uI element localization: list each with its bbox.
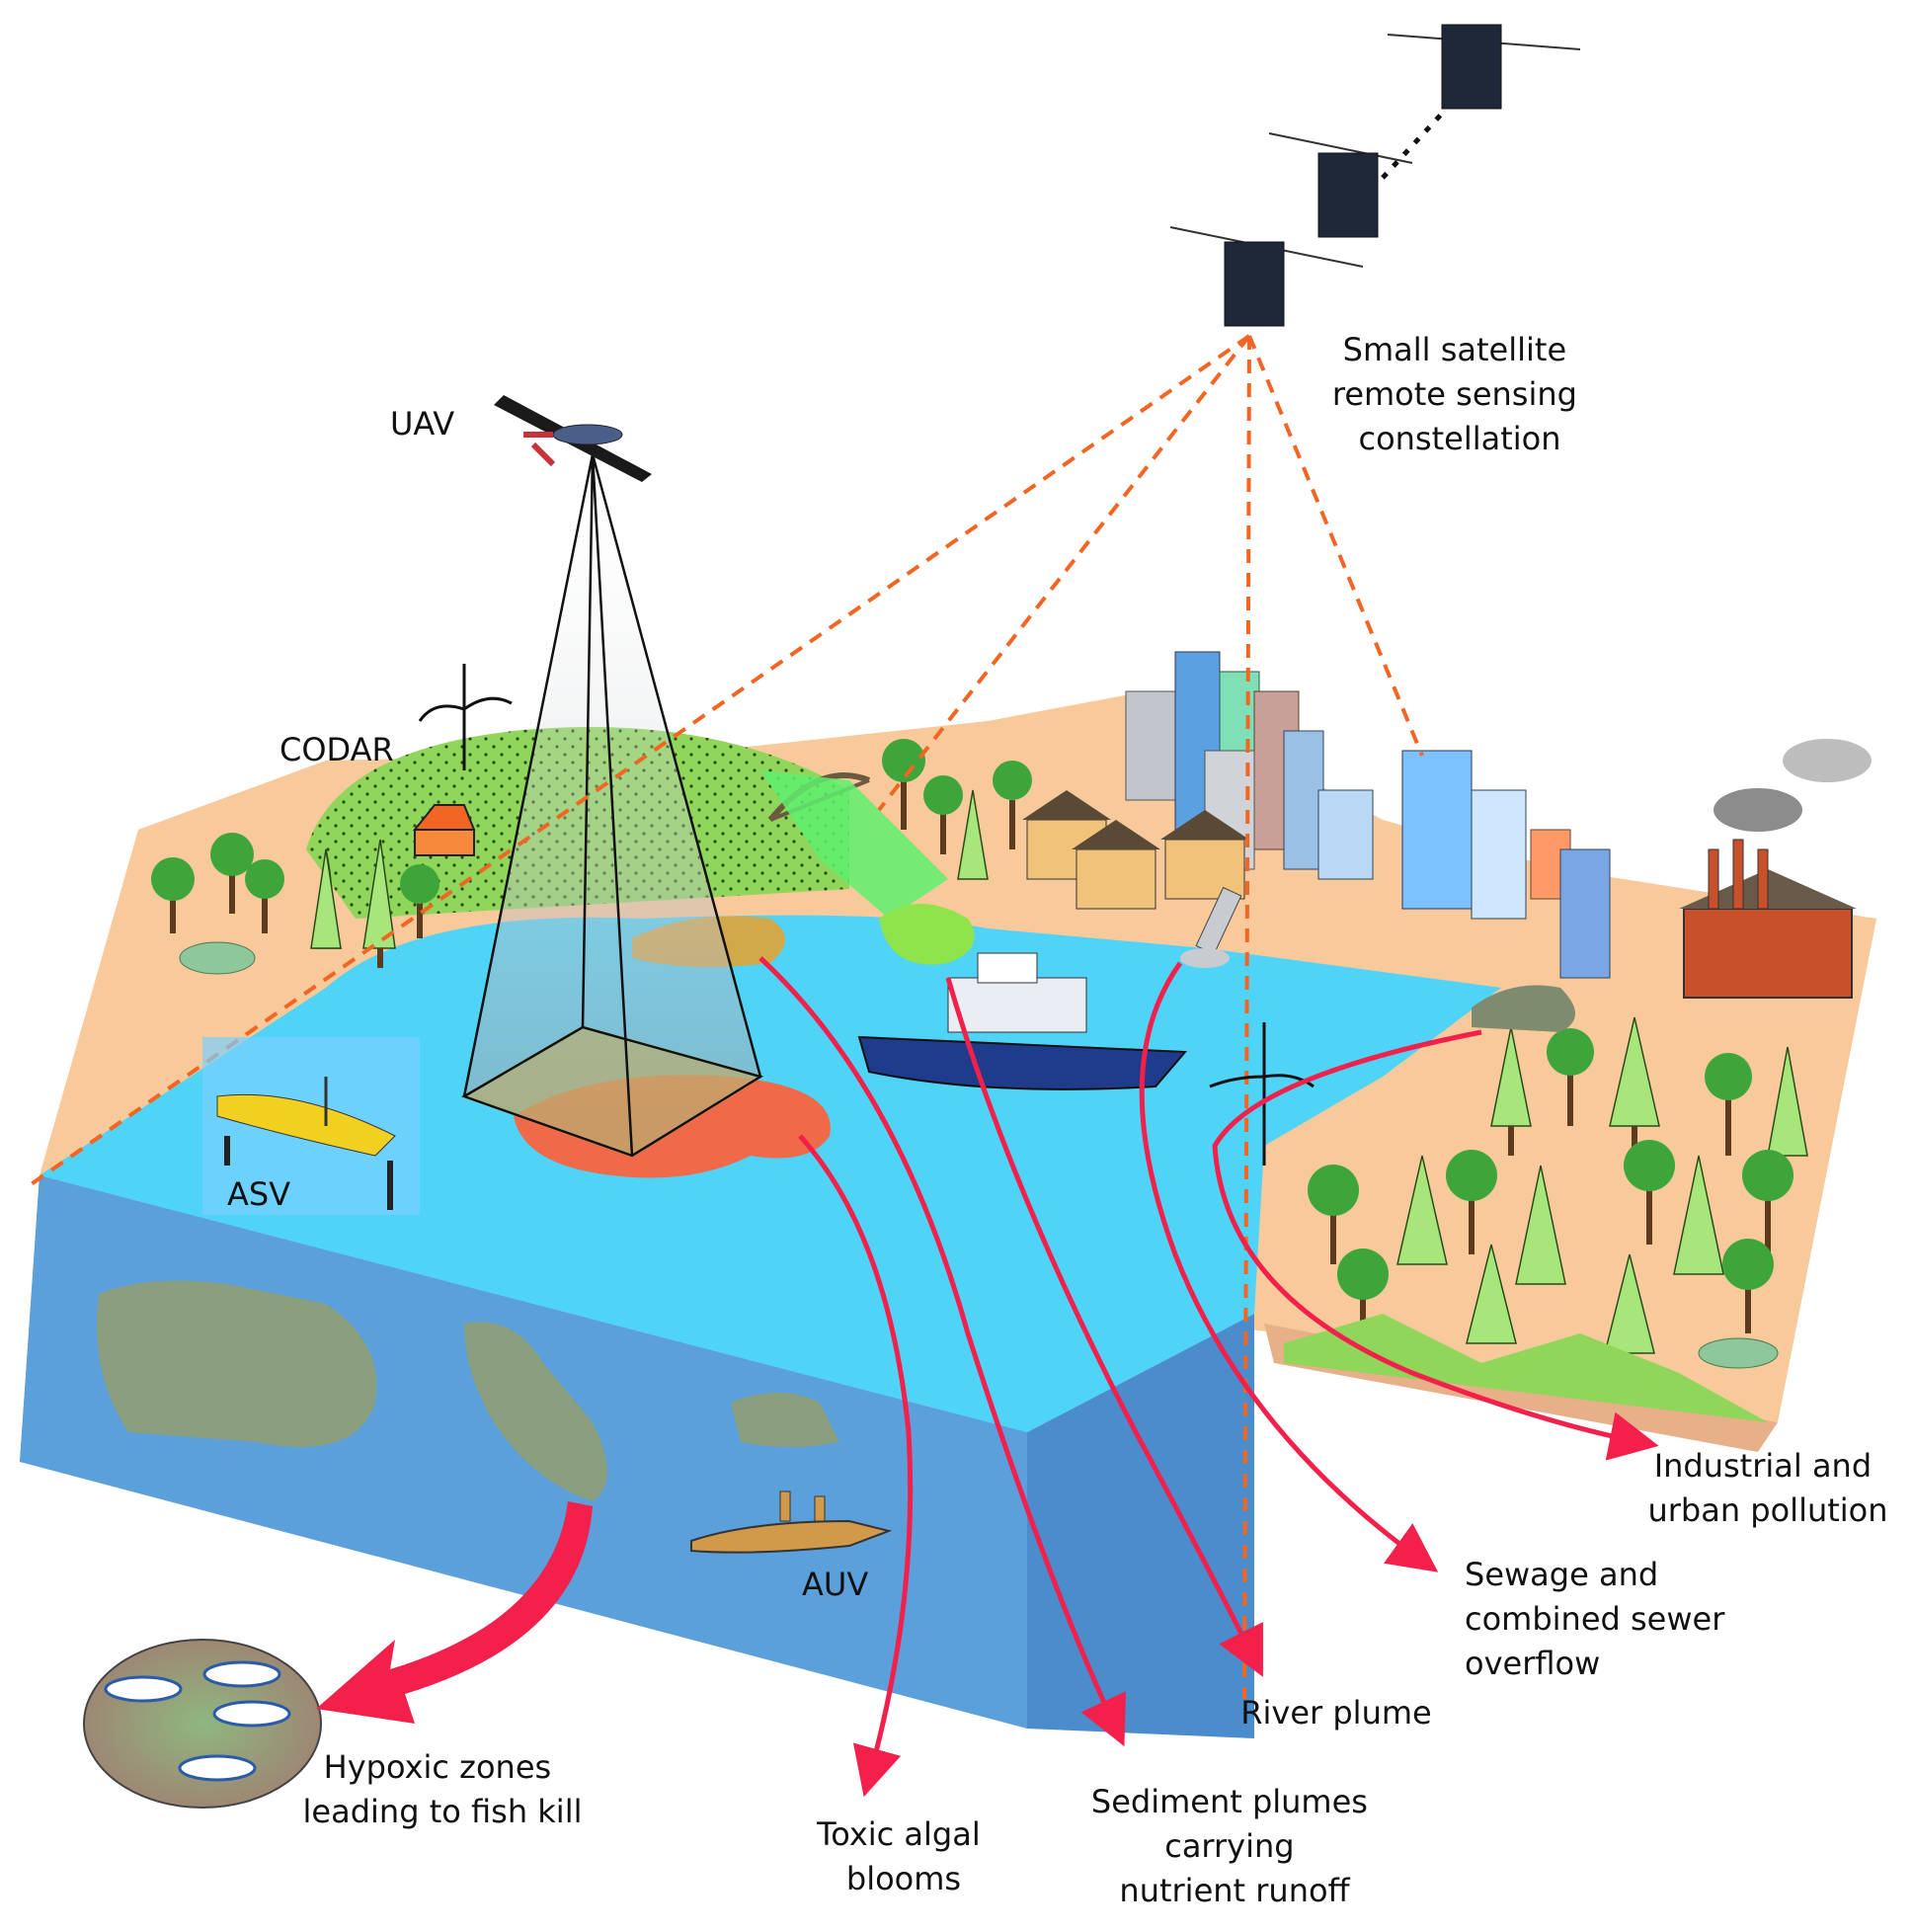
uav-sensor-footprint	[460, 453, 764, 1158]
fish-icon	[212, 1700, 291, 1728]
grass-strip	[1284, 1314, 1768, 1422]
tree-icon	[1742, 1150, 1793, 1254]
tree-icon	[210, 833, 254, 914]
tree-icon	[1673, 1155, 1724, 1275]
tree-icon	[1308, 1165, 1359, 1264]
pond	[1698, 1337, 1779, 1369]
house-icon	[412, 804, 476, 856]
label-uav: UAV	[390, 405, 454, 443]
label-auv: AUV	[802, 1566, 868, 1603]
trees-middle	[882, 739, 1032, 880]
arrow-hypoxic	[316, 1501, 593, 1724]
fish-kill-zone	[83, 1639, 322, 1809]
labels: UAV CODAR ASV AUV Small satellite remote…	[227, 331, 1888, 1909]
tree-icon	[362, 839, 396, 968]
tree-icon	[245, 859, 284, 933]
satellite-icon	[1169, 226, 1364, 327]
fish-icon	[202, 1660, 281, 1688]
label-satellite: Small satellite remote sensing constella…	[1332, 331, 1587, 457]
tree-icon	[993, 761, 1032, 849]
tree-icon	[400, 864, 439, 938]
tree-icon	[957, 789, 989, 880]
label-asv: ASV	[227, 1175, 290, 1213]
trees-right	[1284, 1016, 1808, 1422]
tree-icon	[1547, 1028, 1594, 1126]
asv-boat-icon	[202, 1037, 420, 1215]
hypoxic-zones	[97, 1280, 839, 1501]
tree-icon	[882, 739, 925, 830]
label-algal: Toxic algal blooms	[816, 1815, 991, 1897]
wind-turbine-icon	[418, 664, 513, 770]
arrow-sewage	[1139, 961, 1439, 1572]
fish-icon	[104, 1675, 183, 1703]
tree-icon	[151, 857, 195, 933]
arrow-river	[945, 977, 1263, 1677]
label-river: River plume	[1240, 1694, 1431, 1731]
process-arrows	[758, 956, 1659, 1798]
tree-icon	[923, 775, 963, 854]
trees-left	[151, 833, 439, 975]
wind-turbine-icon	[1209, 1022, 1315, 1166]
pond	[179, 941, 256, 975]
sewer-pipe-icon	[1180, 886, 1242, 968]
arrow-algal	[798, 1134, 914, 1798]
tree-icon	[1624, 1140, 1675, 1245]
tree-icon	[1609, 1016, 1660, 1156]
auv-submarine-icon	[690, 1490, 893, 1554]
tree-icon	[1767, 1046, 1808, 1157]
arrow-industrial	[1212, 1029, 1659, 1461]
tree-icon	[1705, 1053, 1752, 1156]
tree-icon	[1337, 1248, 1389, 1343]
tree-icon	[1490, 1026, 1532, 1156]
factory-icon	[1679, 839, 1857, 999]
research-ship-icon	[857, 952, 1188, 1090]
river-plume-patch	[879, 904, 975, 965]
arrow-sediment	[758, 956, 1126, 1747]
river-channel	[760, 770, 948, 919]
tree-icon	[1515, 1165, 1566, 1285]
tree-icon	[1722, 1239, 1774, 1333]
tree-icon	[1466, 1244, 1517, 1344]
satellite-icon	[1387, 24, 1581, 110]
satellite-icon	[1268, 132, 1413, 238]
tree-icon	[310, 848, 343, 949]
fish-icon	[178, 1754, 257, 1782]
tree-icon	[1396, 1155, 1448, 1265]
label-codar: CODAR	[279, 731, 394, 768]
cloud-icons	[1714, 739, 1872, 832]
label-hypoxic: Hypoxic zones leading to fish kill	[303, 1748, 583, 1830]
uav-icon	[494, 395, 652, 482]
label-sediment: Sediment plumes carrying nutrient runoff	[1091, 1783, 1378, 1909]
shore-rock	[1472, 985, 1575, 1032]
city-buildings	[1022, 651, 1611, 979]
label-industrial: Industrial and urban pollution	[1647, 1447, 1887, 1529]
tree-icon	[1446, 1150, 1497, 1254]
satellite-constellation	[1169, 24, 1581, 327]
label-sewage: Sewage and combined sewer overflow	[1465, 1556, 1735, 1682]
